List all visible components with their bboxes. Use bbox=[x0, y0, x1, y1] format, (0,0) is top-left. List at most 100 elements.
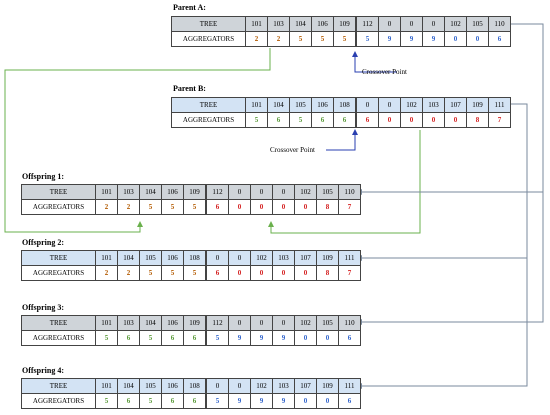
aggregator-cell: 6 bbox=[161, 393, 184, 409]
tree-cell: 0 bbox=[378, 16, 401, 32]
aggregator-cell: 2 bbox=[117, 265, 140, 281]
tree-cell: 0 bbox=[228, 315, 251, 331]
aggregator-cell: 0 bbox=[228, 265, 251, 281]
aggregator-cell: 6 bbox=[488, 31, 511, 47]
aggregator-cell: 0 bbox=[466, 31, 489, 47]
tree-cell: 106 bbox=[161, 378, 184, 394]
aggregator-cell: 8 bbox=[316, 199, 339, 215]
tree-cell: 102 bbox=[400, 97, 423, 113]
tree-cell: 106 bbox=[161, 250, 184, 266]
aggregator-cell: 6 bbox=[338, 330, 361, 346]
tree-cell: 109 bbox=[183, 315, 207, 331]
offspring-3-title: Offspring 3: bbox=[22, 303, 64, 312]
aggregator-cell: 5 bbox=[183, 265, 207, 281]
tree-cell: 101 bbox=[245, 16, 268, 32]
tree-cell: 102 bbox=[294, 315, 317, 331]
aggregator-cell: 9 bbox=[400, 31, 423, 47]
tree-cell: 0 bbox=[272, 184, 295, 200]
tree-cell: 107 bbox=[294, 250, 317, 266]
tree-cell: 105 bbox=[316, 315, 339, 331]
tree-cell: 112 bbox=[205, 315, 229, 331]
row-label: TREE bbox=[171, 97, 246, 113]
tree-cell: 0 bbox=[205, 378, 229, 394]
aggregator-cell: 6 bbox=[117, 330, 140, 346]
tree-cell: 110 bbox=[488, 16, 511, 32]
tree-cell: 0 bbox=[250, 315, 273, 331]
crossover-a-pointer bbox=[352, 51, 397, 73]
aggregator-cell: 9 bbox=[250, 330, 273, 346]
aggregator-cell: 0 bbox=[422, 112, 445, 128]
tree-cell: 110 bbox=[338, 315, 361, 331]
aggregator-cell: 0 bbox=[272, 199, 295, 215]
aggregator-cell: 2 bbox=[95, 265, 118, 281]
tree-cell: 109 bbox=[316, 378, 339, 394]
parent-a-title: Parent A: bbox=[173, 3, 206, 12]
row-label: AGGREGATORS bbox=[171, 31, 246, 47]
aggregator-cell: 5 bbox=[289, 112, 312, 128]
aggregator-cell: 5 bbox=[205, 330, 229, 346]
aggregator-cell: 7 bbox=[338, 199, 361, 215]
tree-cell: 112 bbox=[205, 184, 229, 200]
tree-cell: 103 bbox=[117, 184, 140, 200]
aggregator-cell: 5 bbox=[183, 199, 207, 215]
aggregator-cell: 9 bbox=[378, 31, 401, 47]
aggregator-cell: 9 bbox=[422, 31, 445, 47]
aggregator-cell: 2 bbox=[117, 199, 140, 215]
tree-cell: 104 bbox=[289, 16, 312, 32]
aggregator-cell: 5 bbox=[355, 31, 379, 47]
crossover-a-label: Crossover Point bbox=[362, 68, 407, 76]
tree-cell: 0 bbox=[355, 97, 379, 113]
aggregator-cell: 5 bbox=[289, 31, 312, 47]
tree-cell: 104 bbox=[139, 315, 162, 331]
aggregator-cell: 5 bbox=[161, 265, 184, 281]
aggregator-cell: 9 bbox=[250, 393, 273, 409]
row-label: TREE bbox=[171, 16, 246, 32]
aggregator-cell: 0 bbox=[294, 393, 317, 409]
aggregator-cell: 5 bbox=[95, 393, 118, 409]
aggregator-cell: 0 bbox=[294, 199, 317, 215]
row-label: TREE bbox=[21, 315, 96, 331]
aggregator-cell: 6 bbox=[333, 112, 357, 128]
aggregator-cell: 9 bbox=[272, 330, 295, 346]
slate-connector-a bbox=[356, 23, 544, 325]
tree-cell: 0 bbox=[272, 315, 295, 331]
tree-cell: 111 bbox=[488, 97, 511, 113]
row-label: TREE bbox=[21, 184, 96, 200]
aggregator-cell: 8 bbox=[316, 265, 339, 281]
tree-cell: 106 bbox=[311, 97, 334, 113]
tree-cell: 0 bbox=[228, 184, 251, 200]
tree-cell: 0 bbox=[378, 97, 401, 113]
aggregator-cell: 0 bbox=[250, 265, 273, 281]
tree-cell: 101 bbox=[95, 184, 118, 200]
tree-cell: 105 bbox=[139, 378, 162, 394]
aggregator-cell: 5 bbox=[245, 112, 268, 128]
offspring-2-title: Offspring 2: bbox=[22, 238, 64, 247]
crossover-b-label: Crossover Point bbox=[270, 146, 315, 154]
tree-cell: 109 bbox=[183, 184, 207, 200]
green-connector-a bbox=[4, 48, 271, 233]
tree-cell: 101 bbox=[95, 250, 118, 266]
aggregator-cell: 8 bbox=[466, 112, 489, 128]
offspring-1-title: Offspring 1: bbox=[22, 172, 64, 181]
tree-cell: 104 bbox=[117, 250, 140, 266]
row-label: TREE bbox=[21, 378, 96, 394]
tree-cell: 101 bbox=[245, 97, 268, 113]
aggregator-cell: 0 bbox=[294, 330, 317, 346]
tree-cell: 104 bbox=[117, 378, 140, 394]
aggregator-cell: 5 bbox=[139, 265, 162, 281]
row-label: TREE bbox=[21, 250, 96, 266]
